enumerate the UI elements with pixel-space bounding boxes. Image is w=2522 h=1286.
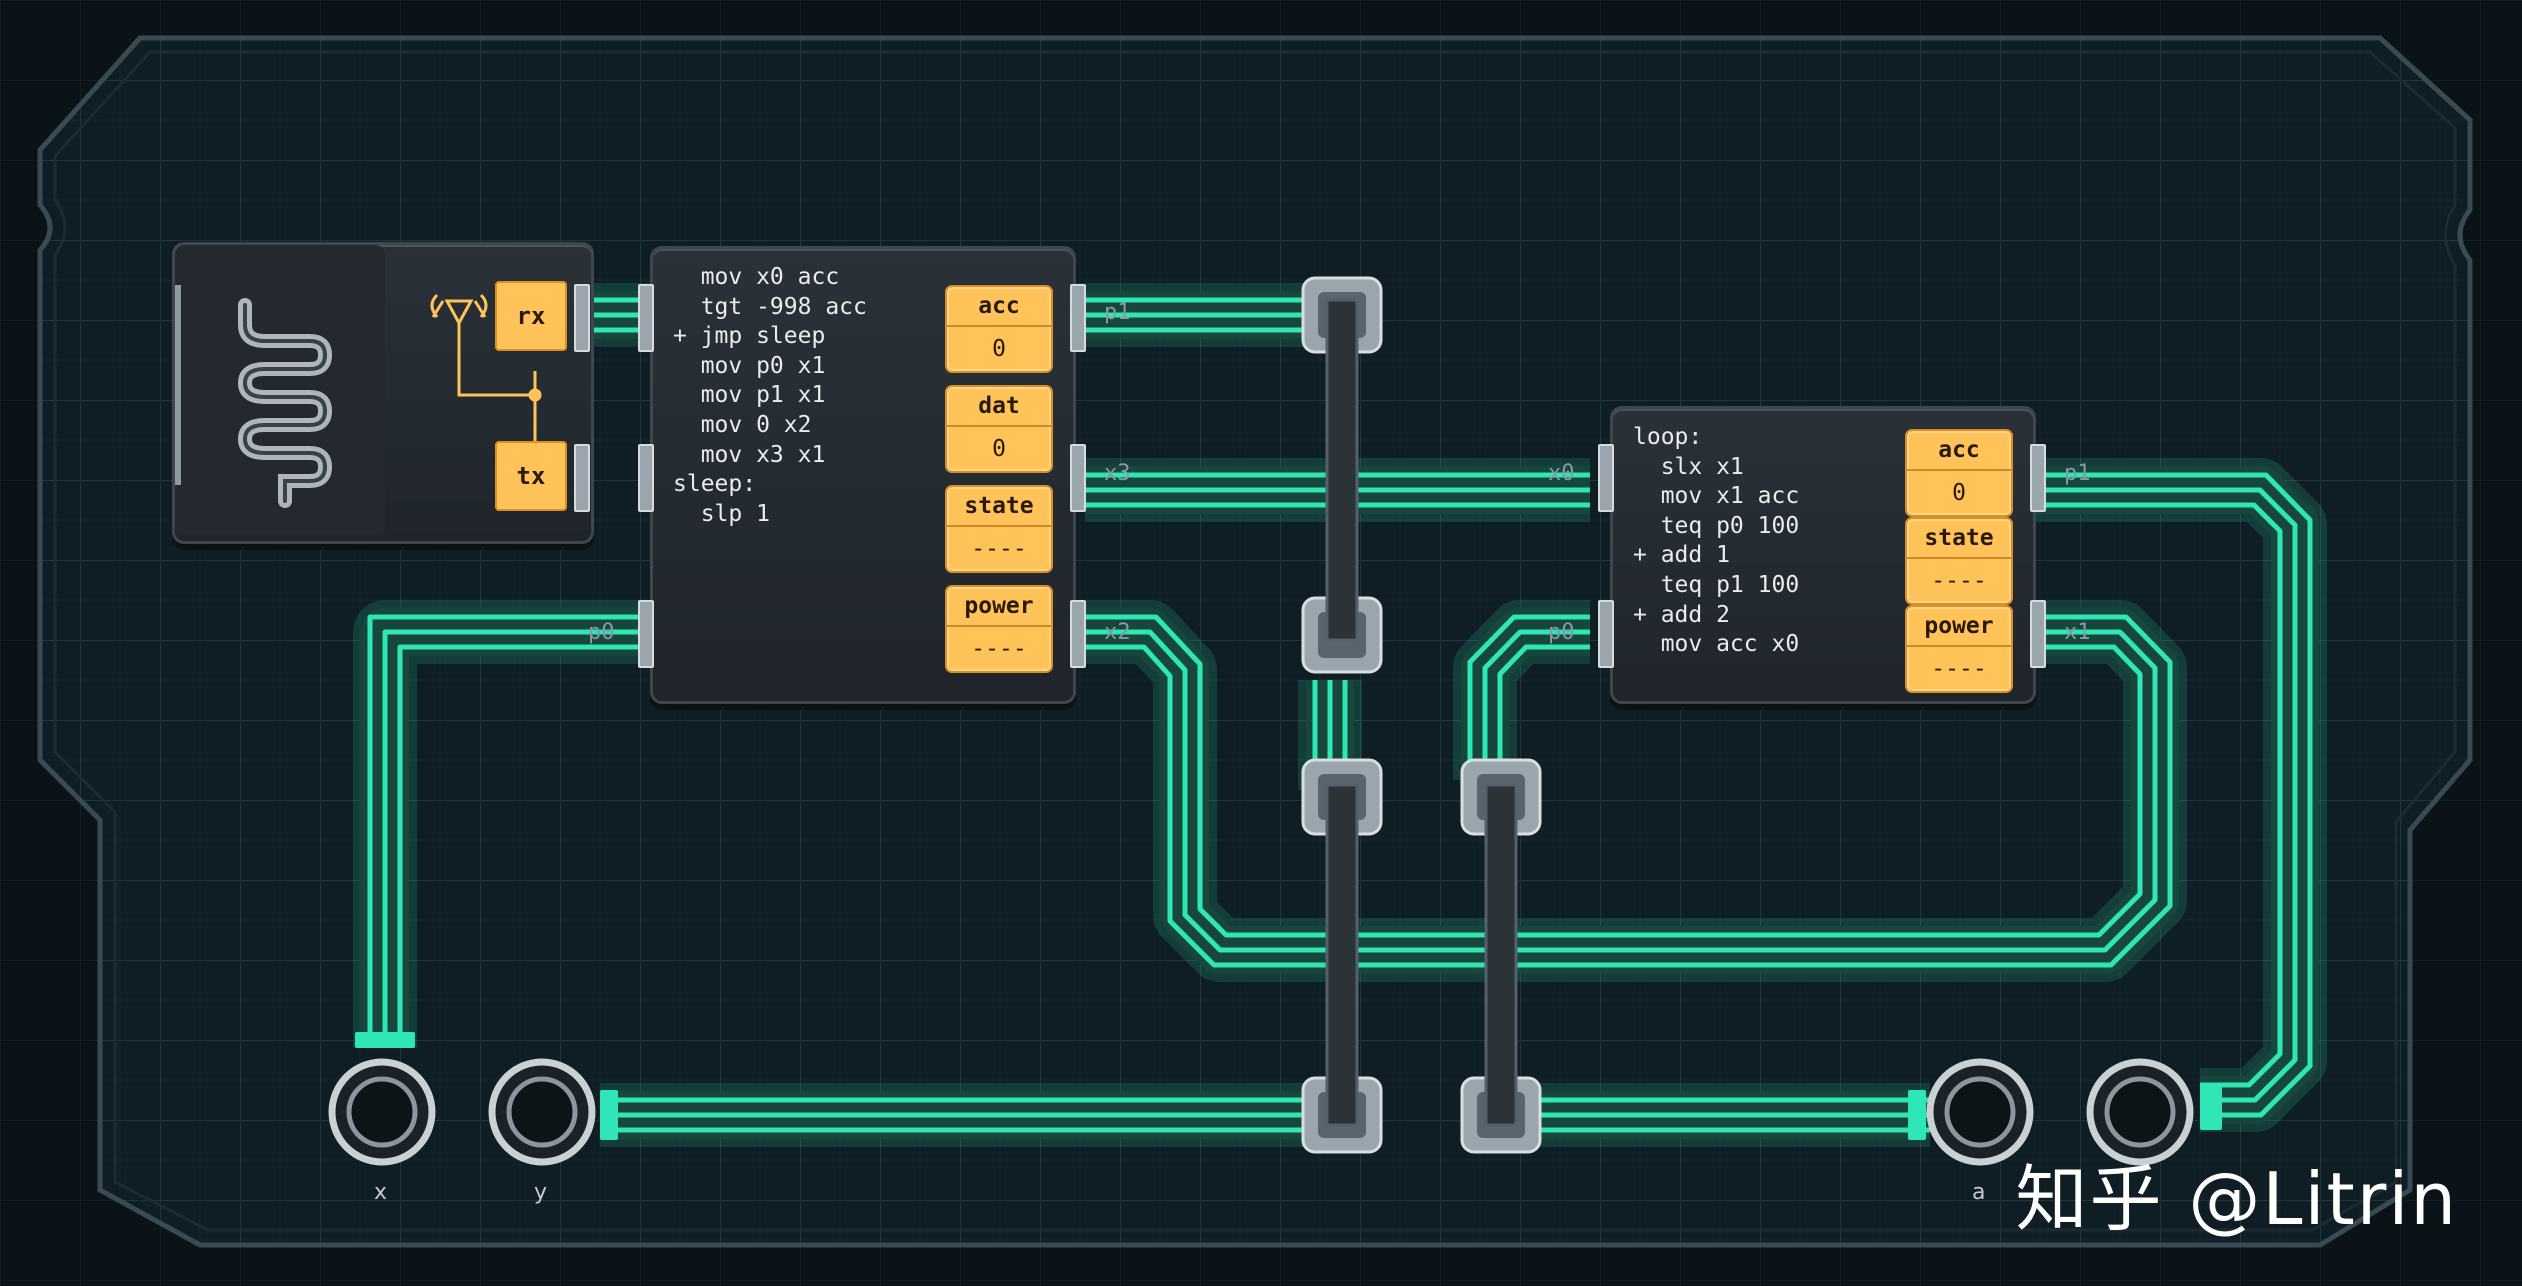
mcu2-port-p0: p0 <box>1548 620 1575 645</box>
mcu-1[interactable]: mov x0 acc tgt -998 acc + jmp sleep mov … <box>650 246 1076 704</box>
register-value: 0 <box>992 436 1006 462</box>
register-name: state <box>1907 519 2011 559</box>
pin-a-label: a <box>1972 1180 1986 1205</box>
mcu2-port-x1: x1 <box>2064 620 2091 645</box>
mcu1-register-dat: dat 0 <box>945 385 1053 473</box>
pin-b[interactable] <box>2086 1058 2194 1166</box>
rx-box: rx <box>495 281 567 351</box>
register-value: ---- <box>1931 568 1987 594</box>
mcu1-code[interactable]: mov x0 acc tgt -998 acc + jmp sleep mov … <box>673 264 867 527</box>
port-connector <box>574 444 590 512</box>
tx-box: tx <box>495 441 567 511</box>
pin-x-label: x <box>374 1180 388 1205</box>
port-connector <box>2030 444 2046 512</box>
port-connector <box>638 444 654 512</box>
antenna-icon <box>430 293 542 445</box>
mcu2-register-acc: acc 0 <box>1905 429 2013 517</box>
mcu1-register-power: power ---- <box>945 585 1053 673</box>
register-name: dat <box>947 387 1051 427</box>
mcu1-register-state: state ---- <box>945 485 1053 573</box>
register-value: ---- <box>1931 656 1987 682</box>
register-name: state <box>947 487 1051 527</box>
port-connector <box>2030 600 2046 668</box>
mcu1-port-p1: p1 <box>1104 300 1131 325</box>
mcu2-code[interactable]: loop: slx x1 mov x1 acc teq p0 100 + add… <box>1633 424 1800 658</box>
mcu2-port-x0: x0 <box>1548 461 1575 486</box>
pin-y-label: y <box>534 1180 548 1205</box>
pin-a[interactable] <box>1926 1058 2034 1166</box>
watermark: 知乎 @Litrin <box>2015 1157 2458 1241</box>
bridge-connector[interactable] <box>1460 758 1542 1154</box>
mcu2-register-power: power ---- <box>1905 605 2013 693</box>
port-connector <box>1070 284 1086 352</box>
register-value: ---- <box>971 636 1027 662</box>
port-connector <box>638 600 654 668</box>
register-name: acc <box>1907 431 2011 471</box>
mcu2-register-state: state ---- <box>1905 517 2013 605</box>
port-connector <box>638 284 654 352</box>
register-value: 0 <box>992 336 1006 362</box>
port-connector <box>1070 600 1086 668</box>
mcu1-port-x3: x3 <box>1104 461 1131 486</box>
register-value: ---- <box>971 536 1027 562</box>
register-name: acc <box>947 287 1051 327</box>
bridge-connector[interactable] <box>1301 276 1383 674</box>
radio-graphics <box>175 245 542 535</box>
pin-y[interactable] <box>488 1058 596 1166</box>
port-connector <box>574 284 590 352</box>
mcu1-port-x2: x2 <box>1104 620 1131 645</box>
mcu2-port-p1: p1 <box>2064 461 2091 486</box>
mcu-2[interactable]: loop: slx x1 mov x1 acc teq p0 100 + add… <box>1610 406 2036 704</box>
register-name: power <box>947 587 1051 627</box>
port-connector <box>1598 600 1614 668</box>
mcu1-register-acc: acc 0 <box>945 285 1053 373</box>
port-connector <box>1070 444 1086 512</box>
register-name: power <box>1907 607 2011 647</box>
mcu1-port-p0: p0 <box>588 620 615 645</box>
pin-x[interactable] <box>328 1058 436 1166</box>
radio-module[interactable]: rx tx <box>172 242 594 544</box>
port-connector <box>1598 444 1614 512</box>
bridge-connector[interactable] <box>1301 758 1383 1154</box>
register-value: 0 <box>1952 480 1966 506</box>
